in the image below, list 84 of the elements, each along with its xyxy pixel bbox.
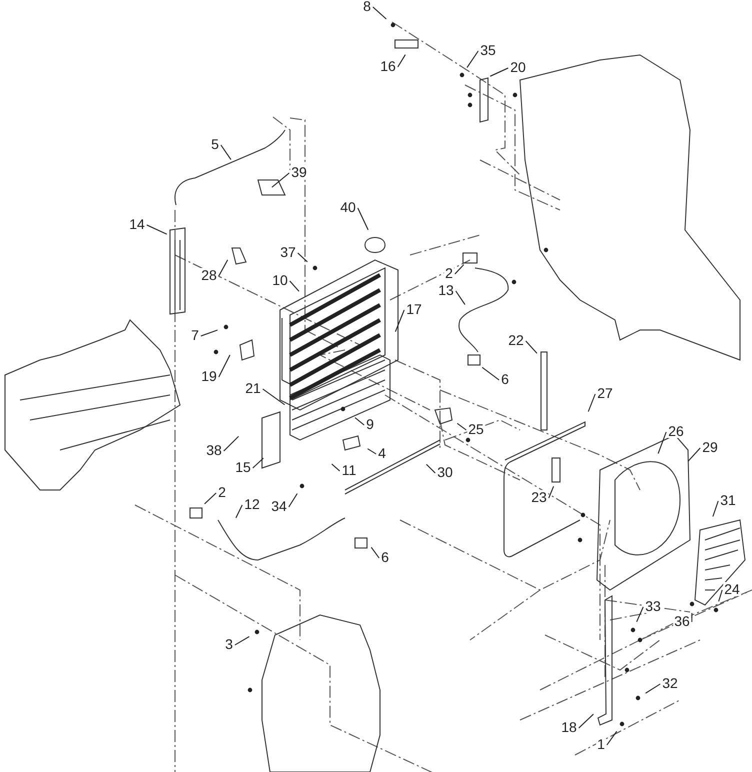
leader-line	[367, 448, 377, 454]
callout-number: 25	[467, 422, 485, 436]
callout-number: 21	[244, 381, 262, 395]
leader-line	[466, 50, 479, 68]
callout-number: 10	[271, 273, 289, 287]
callout-number: 36	[673, 614, 691, 628]
callout-number: 33	[644, 599, 662, 613]
callout-number: 7	[190, 328, 200, 342]
leader-line	[289, 280, 300, 292]
callout-number: 30	[436, 465, 454, 479]
callout-number: 39	[290, 165, 308, 179]
leader-line	[331, 463, 340, 472]
callout-number: 32	[661, 676, 679, 690]
leader-line	[372, 6, 387, 20]
callout-number: 15	[234, 460, 252, 474]
callout-number: 4	[377, 446, 387, 460]
leader-line	[220, 144, 232, 160]
callout-number: 28	[200, 268, 218, 282]
leader-line	[271, 172, 290, 188]
leader-line	[525, 340, 538, 354]
leader-line	[578, 714, 594, 728]
leader-line	[456, 422, 467, 430]
leader-line	[370, 546, 380, 558]
leader-line	[688, 448, 701, 462]
leader-line	[218, 354, 230, 378]
callout-number: 40	[339, 200, 357, 214]
callout-number: 19	[200, 369, 218, 383]
callout-number: 26	[667, 424, 685, 438]
callout-number: 13	[437, 283, 455, 297]
leader-line	[223, 436, 240, 452]
callout-number: 9	[365, 417, 375, 431]
leader-line	[426, 464, 436, 474]
leader-line	[200, 330, 218, 336]
callout-number: 24	[723, 582, 741, 596]
callout-number: 1	[596, 737, 606, 751]
leader-line	[482, 366, 500, 380]
leader-line	[235, 504, 243, 518]
callout-number: 5	[210, 137, 220, 151]
leader-line	[548, 486, 554, 498]
leader-line	[146, 224, 168, 235]
leader-line	[394, 310, 405, 332]
leader-line	[252, 458, 264, 468]
leader-line	[262, 388, 286, 406]
leader-line	[718, 590, 723, 602]
leader-line	[645, 684, 661, 694]
leader-line	[218, 259, 228, 276]
callout-number: 29	[701, 440, 719, 454]
callout-number: 2	[444, 266, 454, 280]
leader-line	[204, 492, 217, 504]
callout-number: 14	[128, 217, 146, 231]
callout-number: 11	[340, 463, 358, 477]
callout-number: 38	[205, 443, 223, 457]
callout-number: 2	[217, 485, 227, 499]
callout-number: 18	[560, 720, 578, 734]
callout-number: 8	[362, 0, 372, 13]
leader-line	[588, 394, 596, 412]
callout-number: 34	[270, 499, 288, 513]
callout-number: 22	[507, 333, 525, 347]
callout-number: 3	[224, 637, 234, 651]
leader-line	[712, 500, 719, 517]
callout-number: 17	[405, 302, 423, 316]
leader-line	[234, 636, 250, 646]
callout-number: 27	[596, 386, 614, 400]
callout-number: 37	[279, 245, 297, 259]
leader-line	[636, 606, 644, 622]
leader-line	[454, 264, 464, 274]
leader-line	[397, 54, 406, 68]
leader-line	[606, 730, 618, 746]
callout-number: 35	[479, 43, 497, 57]
leader-line	[658, 432, 667, 454]
leader-line	[357, 208, 369, 230]
callout-number: 20	[509, 60, 527, 74]
callout-number: 31	[719, 493, 737, 507]
leader-line	[455, 290, 466, 306]
leader-line	[288, 493, 298, 508]
callout-number: 16	[379, 59, 397, 73]
callout-number: 12	[243, 497, 261, 511]
callout-number: 6	[380, 550, 390, 564]
leader-line	[297, 252, 308, 262]
callout-number: 23	[530, 490, 548, 504]
leader-line	[490, 68, 509, 77]
leader-line	[691, 612, 692, 622]
leader-line	[354, 417, 365, 426]
callout-number: 6	[500, 372, 510, 386]
